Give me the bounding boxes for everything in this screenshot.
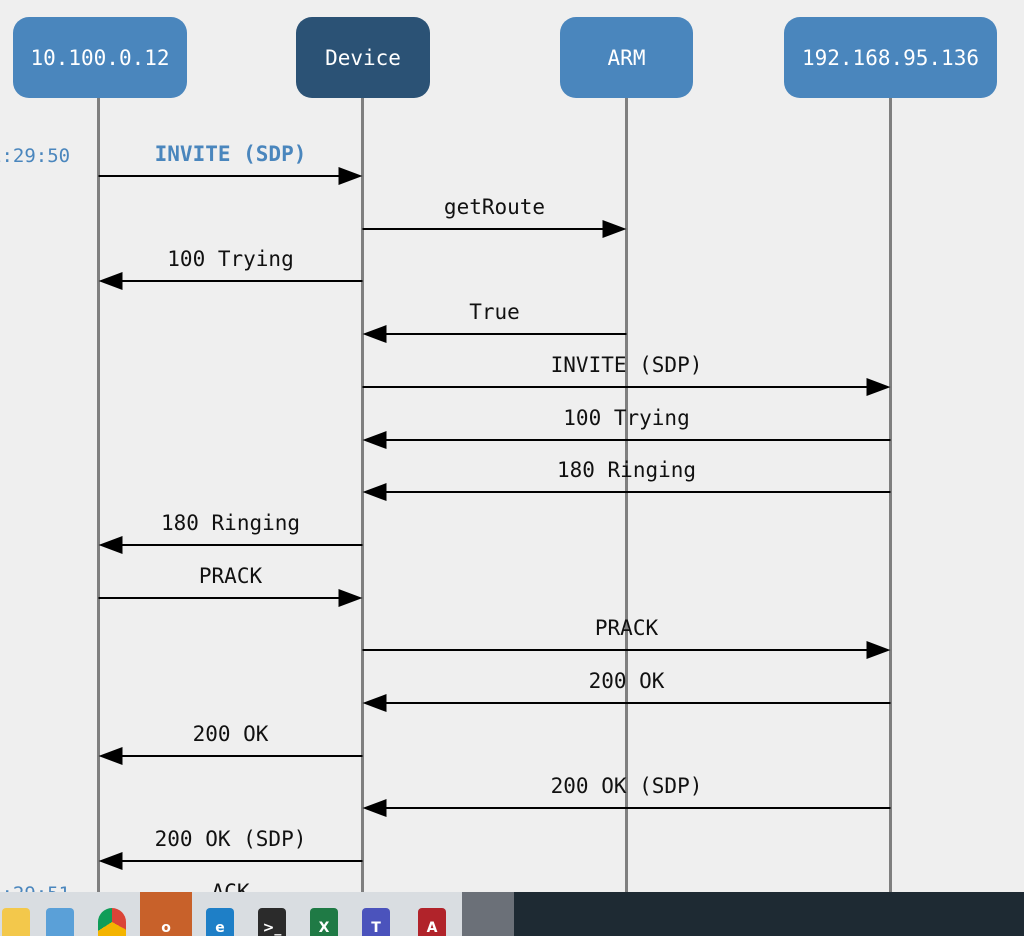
arrowhead [362,325,387,343]
terminal-glyph: >_ [262,920,282,936]
acrobat-icon[interactable]: A [418,908,446,936]
message-label[interactable]: 100 Trying [167,247,294,271]
arrowhead [866,641,891,659]
lifeline-device [361,98,364,892]
lifeline-10-100-0-12 [97,98,100,892]
file-explorer-icon[interactable] [2,908,30,936]
message-label[interactable]: 200 OK (SDP) [154,827,307,851]
message-label[interactable]: 200 OK (SDP) [550,774,703,798]
lifeline-192-168-95-136 [889,98,892,892]
sequence-diagram: 10.100.0.12 Device ARM 192.168.95.136 1:… [0,17,997,892]
arrowhead [98,747,123,765]
arrowhead [602,220,627,238]
acrobat-glyph: A [426,920,438,936]
message-label[interactable]: 180 Ringing [556,458,697,482]
arrowhead [98,536,123,554]
participant-10-100-0-12[interactable]: 10.100.0.12 [13,17,187,98]
timestamp-next: 1:29:51 [0,882,70,892]
message-label[interactable]: PRACK [594,616,659,640]
edge-icon[interactable]: e [206,908,234,936]
arrowhead [362,483,387,501]
arrowhead [338,167,363,185]
taskbar: o e >_ X T A [0,892,1024,936]
arrowhead [98,272,123,290]
message-label[interactable]: getRoute [443,195,546,219]
monkey-app-icon[interactable] [462,892,514,936]
message-label[interactable]: INVITE (SDP) [550,353,703,377]
arrowhead [338,589,363,607]
timestamp-start: 1:29:50 [0,145,71,167]
message-arrows [98,167,891,870]
chrome-icon[interactable] [98,908,126,936]
participant-192-168-95-136[interactable]: 192.168.95.136 [784,17,997,98]
participant-arm[interactable]: ARM [560,17,693,98]
message-label[interactable]: True [469,300,520,324]
message-label[interactable]: 200 OK [588,669,665,693]
notepad-icon[interactable] [46,908,74,936]
message-label[interactable]: PRACK [198,564,263,588]
teams-glyph: T [371,920,381,936]
taskbar-empty-area [514,892,1024,936]
lifeline-arm [625,98,628,892]
arrowhead [866,378,891,396]
terminal-icon[interactable]: >_ [258,908,286,936]
arrowhead [98,852,123,870]
message-label[interactable]: 100 Trying [563,406,690,430]
message-label[interactable]: ACK [211,880,250,892]
arrowhead [362,431,387,449]
edge-glyph: e [215,920,225,936]
arrowhead [362,694,387,712]
outlook-glyph: o [161,920,171,936]
arrowhead [362,799,387,817]
message-label[interactable]: INVITE (SDP) [154,142,307,166]
teams-icon[interactable]: T [362,908,390,936]
excel-icon[interactable]: X [310,908,338,936]
participant-device[interactable]: Device [296,17,430,98]
outlook-icon[interactable]: o [140,892,192,936]
message-label[interactable]: 200 OK [192,722,269,746]
excel-glyph: X [318,920,330,936]
message-label[interactable]: 180 Ringing [160,511,301,535]
